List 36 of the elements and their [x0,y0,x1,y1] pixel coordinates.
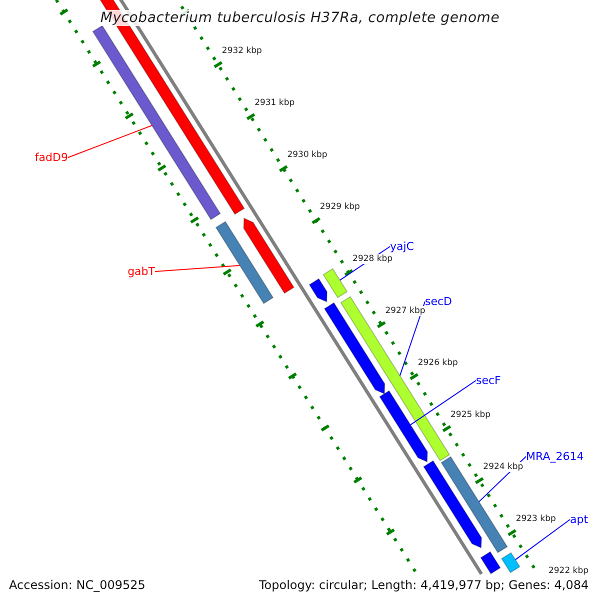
leader-line [410,380,476,426]
tick-label: 2930 kbp [287,150,328,160]
leader-line [399,301,426,376]
tick-label: 2931 kbp [254,98,295,108]
tick-label: 2926 kbp [418,358,458,368]
gene-bar [324,302,386,395]
gene-label: yajC [390,240,414,253]
gene-bar [440,456,508,554]
gene-bar [308,278,328,303]
gene-bar [322,268,348,298]
leader-line [514,519,570,560]
genome-info-text: Topology: circular; Length: 4,419,977 bp; Genes: 4,084 [257,577,591,594]
tick-label: 2927 kbp [385,306,426,316]
tick-label: 2932 kbp [222,46,262,56]
gene-label: gabT [128,265,155,278]
tick-label: 2924 kbp [483,462,524,472]
leader-line [154,265,240,272]
gene-label: secD [425,295,452,308]
gene-bar [480,551,501,574]
tick-label: 2922 kbp [548,566,589,576]
gene-label: secF [476,374,501,387]
tick-label: 2929 kbp [320,202,360,212]
gene-bar [379,390,428,463]
tick-label: 2928 kbp [352,254,393,264]
gene-label: apt [570,513,588,526]
gene-label: MRA_2614 [526,450,584,463]
accession-text: Accession: NC_009525 [7,577,148,594]
gene-bar [92,24,221,220]
tick-label: 2923 kbp [516,514,556,524]
tick-label: 2925 kbp [450,410,491,420]
leader-line [68,125,152,158]
gene-bar [423,460,482,549]
gene-bar [243,218,295,294]
gene-label: fadD9 [34,151,68,164]
gene-bar [215,220,274,304]
gene-bar [500,552,520,574]
